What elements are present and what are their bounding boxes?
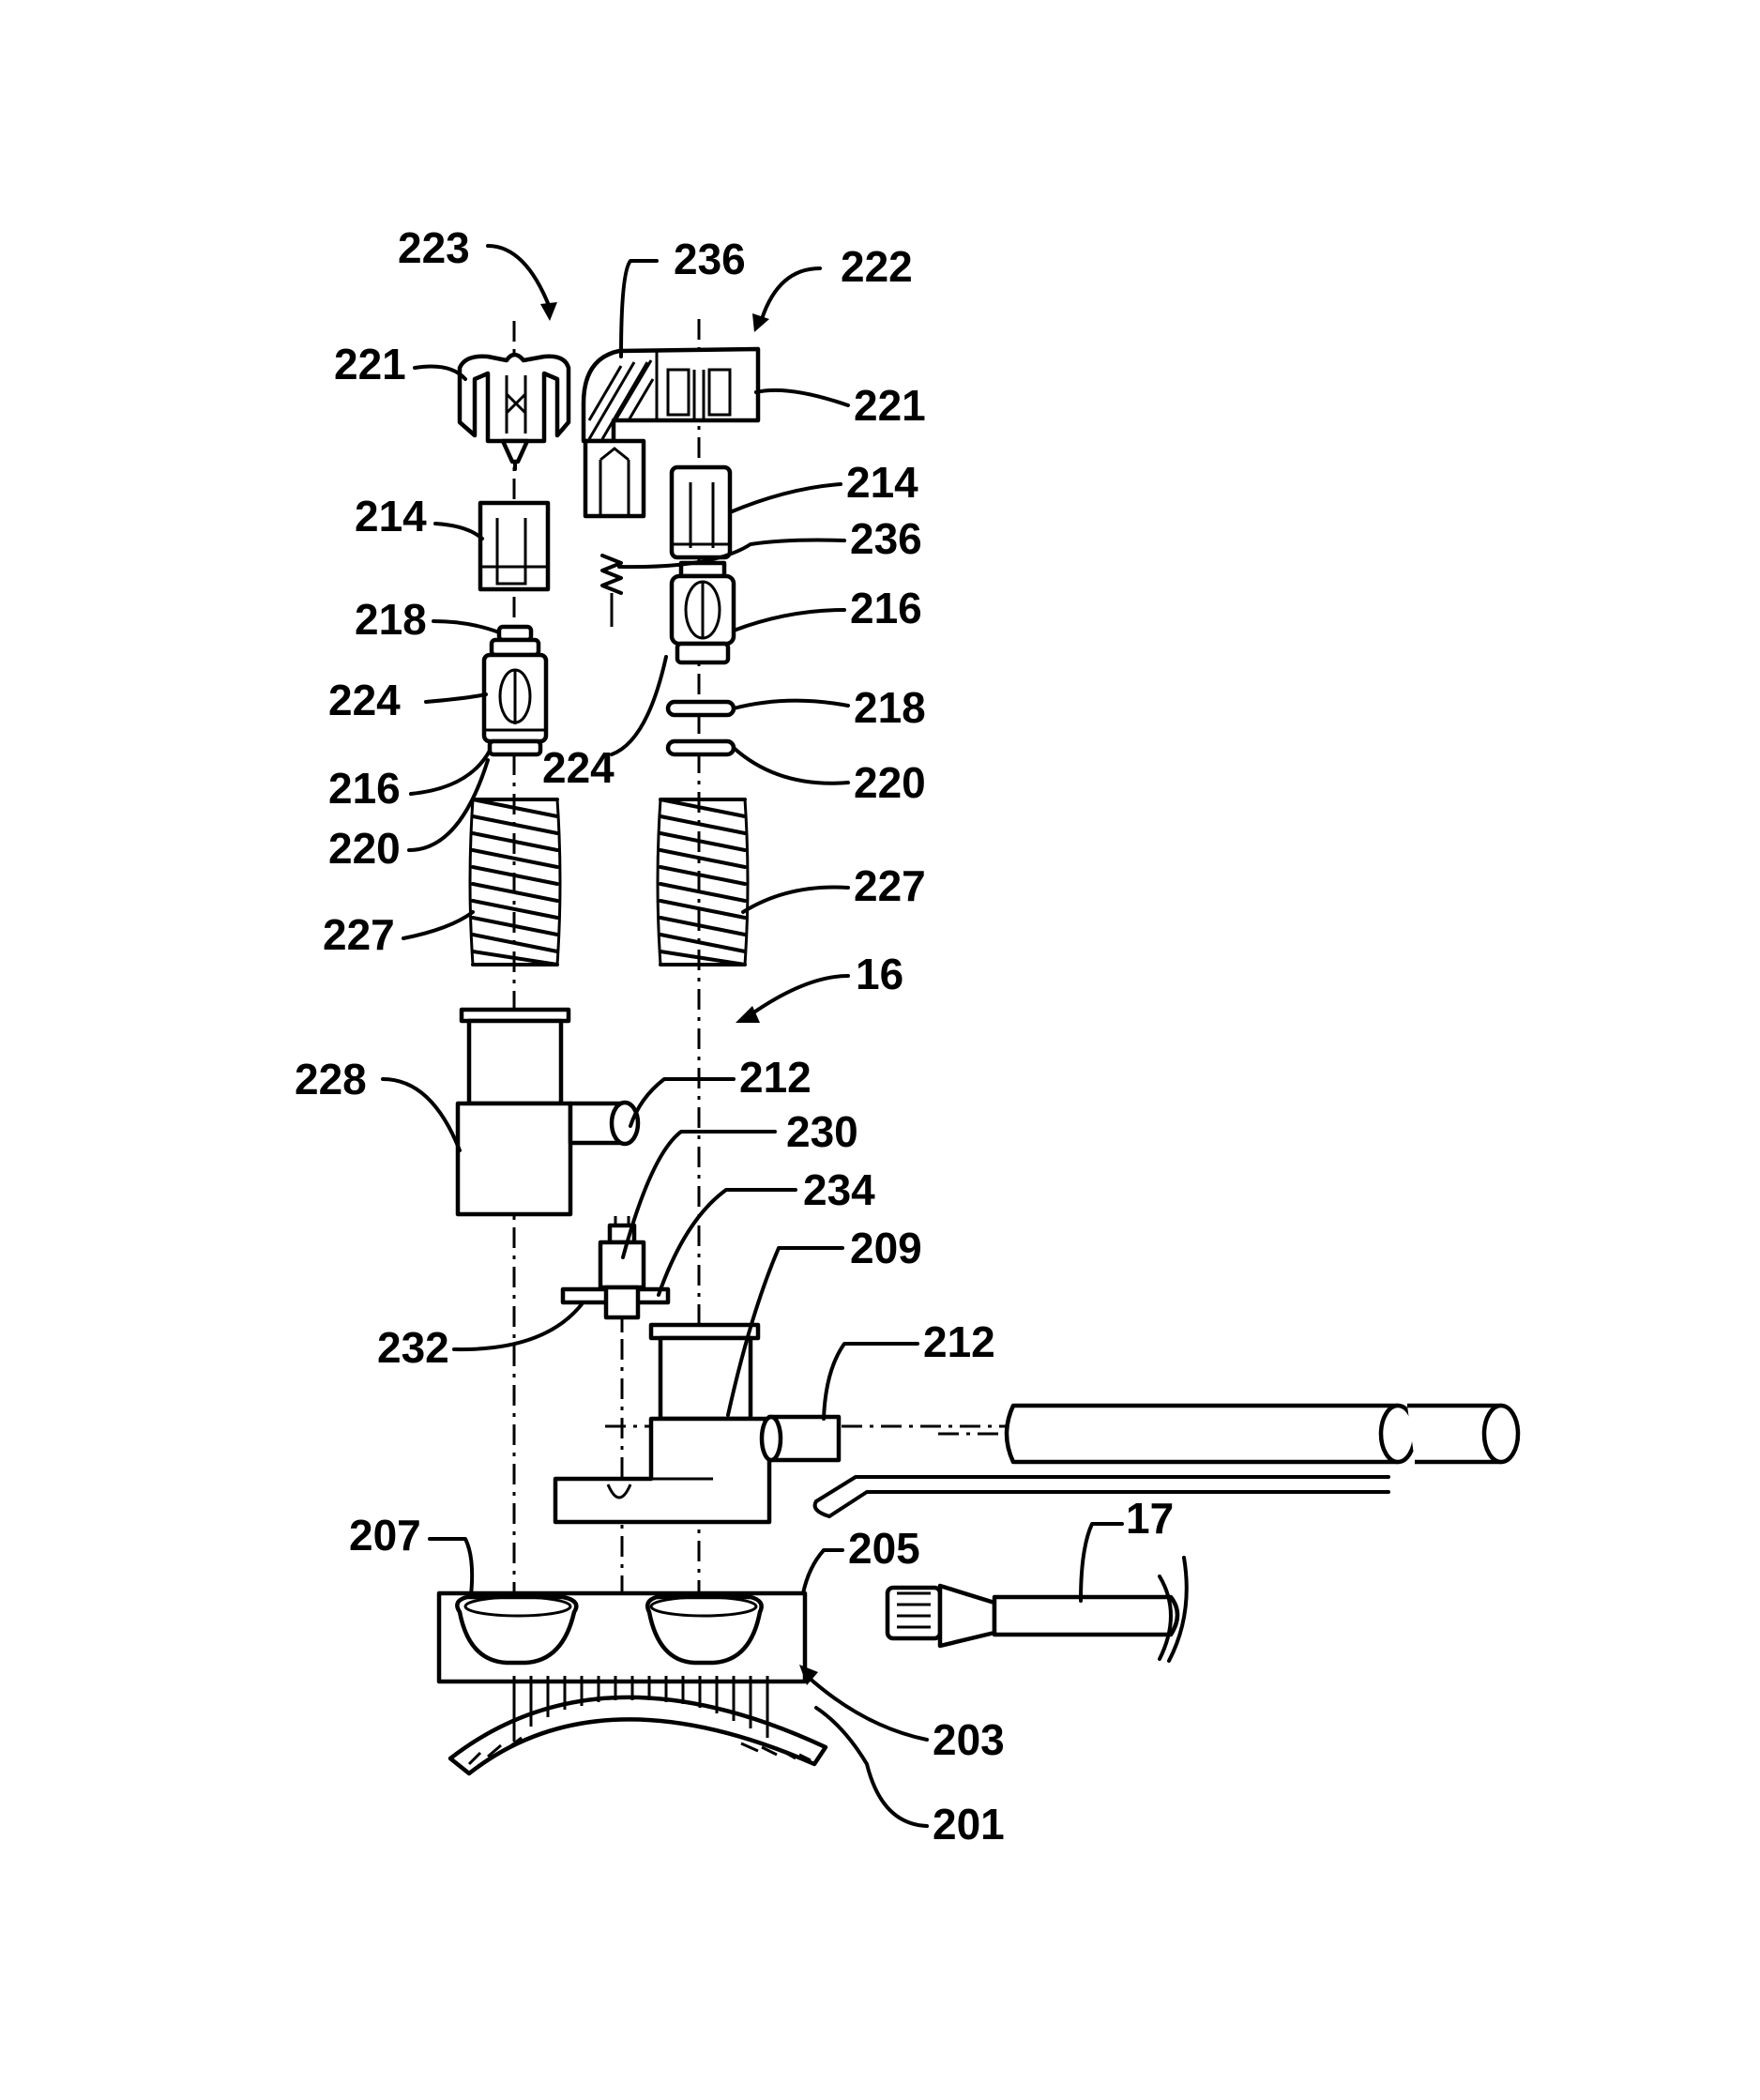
valve-230	[563, 1216, 668, 1332]
label-203: 203	[933, 1715, 1005, 1764]
label-212-top: 212	[739, 1053, 812, 1102]
right-part-214	[672, 467, 730, 557]
label-220-right: 220	[854, 758, 926, 807]
label-236-top: 236	[674, 235, 746, 283]
label-216-right: 216	[850, 584, 922, 632]
label-201: 201	[933, 1800, 1005, 1849]
manifold-209	[555, 1325, 839, 1522]
label-221-left: 221	[334, 340, 406, 388]
right-part-216	[672, 563, 734, 662]
label-232: 232	[377, 1323, 449, 1372]
mount-203-201	[450, 1676, 826, 1773]
label-216-left: 216	[328, 764, 401, 813]
label-236-second: 236	[850, 514, 922, 563]
label-214-left: 214	[355, 492, 427, 540]
label-224-right: 224	[542, 743, 614, 792]
label-227-left: 227	[323, 910, 395, 959]
label-221-right: 221	[854, 381, 926, 430]
right-o-rings	[668, 702, 734, 754]
label-220-left: 220	[328, 824, 401, 873]
label-214-right: 214	[846, 458, 918, 507]
label-230: 230	[786, 1107, 858, 1156]
label-227-right: 227	[854, 861, 926, 910]
label-209: 209	[850, 1224, 922, 1272]
label-17: 17	[1126, 1494, 1174, 1543]
label-223: 223	[398, 223, 470, 272]
left-part-214	[480, 503, 548, 589]
connector-17	[888, 1558, 1187, 1661]
label-205: 205	[848, 1524, 920, 1573]
label-218-right: 218	[854, 683, 926, 732]
housing-228	[458, 1010, 638, 1214]
label-218-left: 218	[355, 595, 427, 644]
left-cap-221	[460, 355, 569, 469]
label-207: 207	[349, 1511, 421, 1560]
right-spring-227	[658, 799, 748, 965]
base-205-207	[439, 1593, 805, 1682]
label-228: 228	[295, 1055, 367, 1103]
label-222: 222	[841, 242, 913, 291]
left-part-216-stack	[484, 627, 546, 754]
label-16: 16	[856, 950, 903, 998]
label-224-left: 224	[328, 676, 401, 724]
label-212-bottom: 212	[923, 1317, 995, 1366]
label-234: 234	[803, 1165, 875, 1214]
